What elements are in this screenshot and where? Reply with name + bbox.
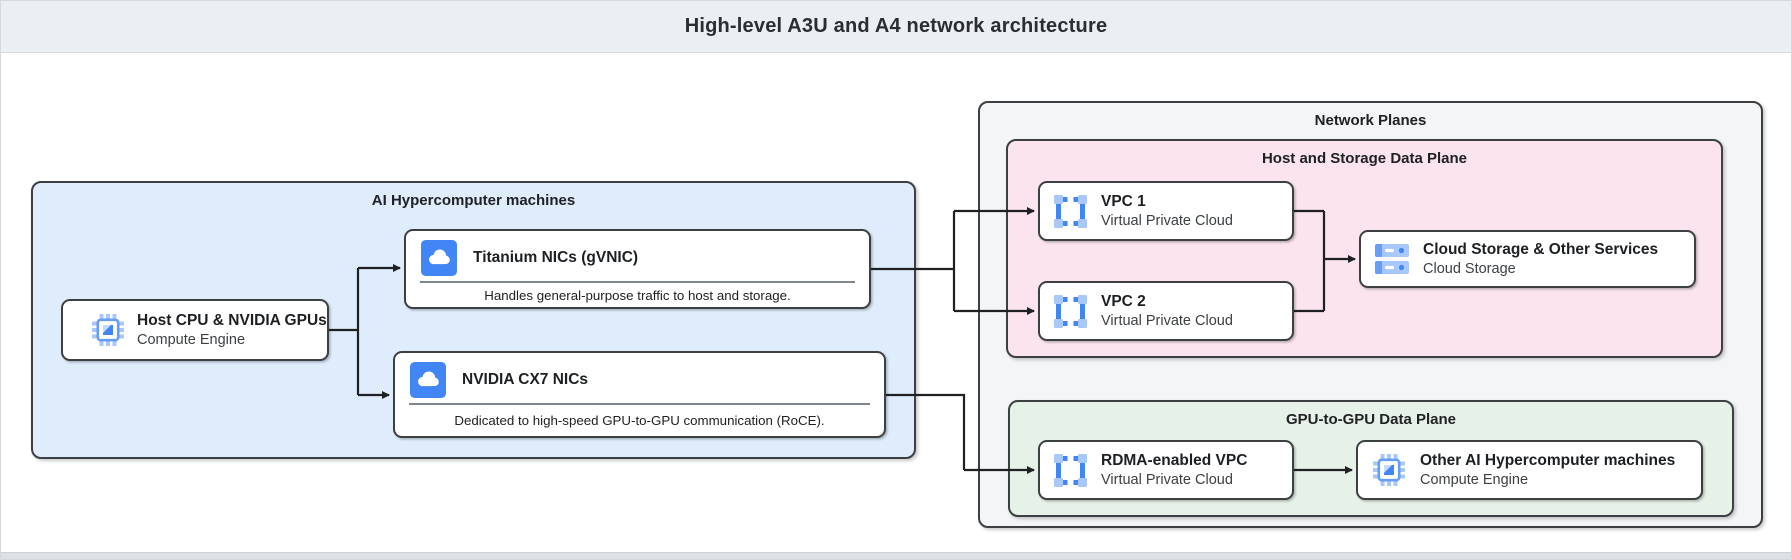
cloud-storage-icon bbox=[1375, 244, 1409, 274]
node-other-ai-machines: Other AI Hypercomputer machines Compute … bbox=[1356, 440, 1703, 500]
node-other-ai-title: Other AI Hypercomputer machines bbox=[1420, 451, 1676, 469]
vpc-icon bbox=[1054, 453, 1087, 487]
compute-engine-icon bbox=[1373, 454, 1405, 486]
node-host-cpu-subtitle: Compute Engine bbox=[137, 331, 246, 348]
divider bbox=[420, 281, 855, 283]
node-cx7-description: Dedicated to high-speed GPU-to-GPU commu… bbox=[454, 413, 825, 428]
group-ai-label: AI Hypercomputer machines bbox=[371, 192, 576, 209]
node-vpc-2: VPC 2 Virtual Private Cloud bbox=[1038, 281, 1294, 341]
node-cloud-storage-subtitle: Cloud Storage bbox=[1423, 260, 1516, 277]
diagram-title: High-level A3U and A4 network architectu… bbox=[684, 15, 1108, 37]
node-vpc2-title: VPC 2 bbox=[1101, 292, 1146, 310]
node-rdma-vpc: RDMA-enabled VPC Virtual Private Cloud bbox=[1038, 440, 1294, 500]
cloud-nic-icon bbox=[410, 362, 446, 398]
node-titanium-nics: Titanium NICs (gVNIC) Handles general-pu… bbox=[404, 229, 871, 309]
node-titanium-description: Handles general-purpose traffic to host … bbox=[484, 287, 791, 303]
diagram-header: High-level A3U and A4 network architectu… bbox=[1, 1, 1791, 53]
node-vpc-1: VPC 1 Virtual Private Cloud bbox=[1038, 181, 1294, 241]
node-rdma-vpc-subtitle: Virtual Private Cloud bbox=[1101, 471, 1233, 488]
node-vpc1-subtitle: Virtual Private Cloud bbox=[1101, 212, 1233, 229]
node-cloud-storage-title: Cloud Storage & Other Services bbox=[1423, 240, 1659, 258]
node-rdma-vpc-title: RDMA-enabled VPC bbox=[1101, 451, 1248, 469]
node-nvidia-cx7-nics: NVIDIA CX7 NICs Dedicated to high-speed … bbox=[393, 351, 886, 438]
divider bbox=[409, 403, 870, 405]
node-cx7-title: NVIDIA CX7 NICs bbox=[462, 371, 589, 388]
node-other-ai-subtitle: Compute Engine bbox=[1420, 471, 1529, 488]
node-host-cpu: Host CPU & NVIDIA GPUs Compute Engine bbox=[61, 299, 329, 361]
node-vpc1-title: VPC 1 bbox=[1101, 192, 1146, 210]
group-network-planes-label: Network Planes bbox=[1314, 112, 1427, 129]
vpc-icon bbox=[1054, 294, 1087, 328]
node-host-cpu-title: Host CPU & NVIDIA GPUs bbox=[137, 311, 327, 329]
gpu-plane-label: GPU-to-GPU Data Plane bbox=[1285, 411, 1457, 428]
node-vpc2-subtitle: Virtual Private Cloud bbox=[1101, 312, 1233, 329]
cloud-nic-icon bbox=[421, 240, 457, 276]
node-titanium-title: Titanium NICs (gVNIC) bbox=[473, 249, 639, 266]
host-storage-plane-label: Host and Storage Data Plane bbox=[1261, 150, 1468, 167]
bottom-edge-bar bbox=[1, 552, 1791, 559]
node-cloud-storage: Cloud Storage & Other Services Cloud Sto… bbox=[1359, 230, 1696, 288]
compute-engine-icon bbox=[92, 314, 124, 346]
vpc-icon bbox=[1054, 194, 1087, 228]
